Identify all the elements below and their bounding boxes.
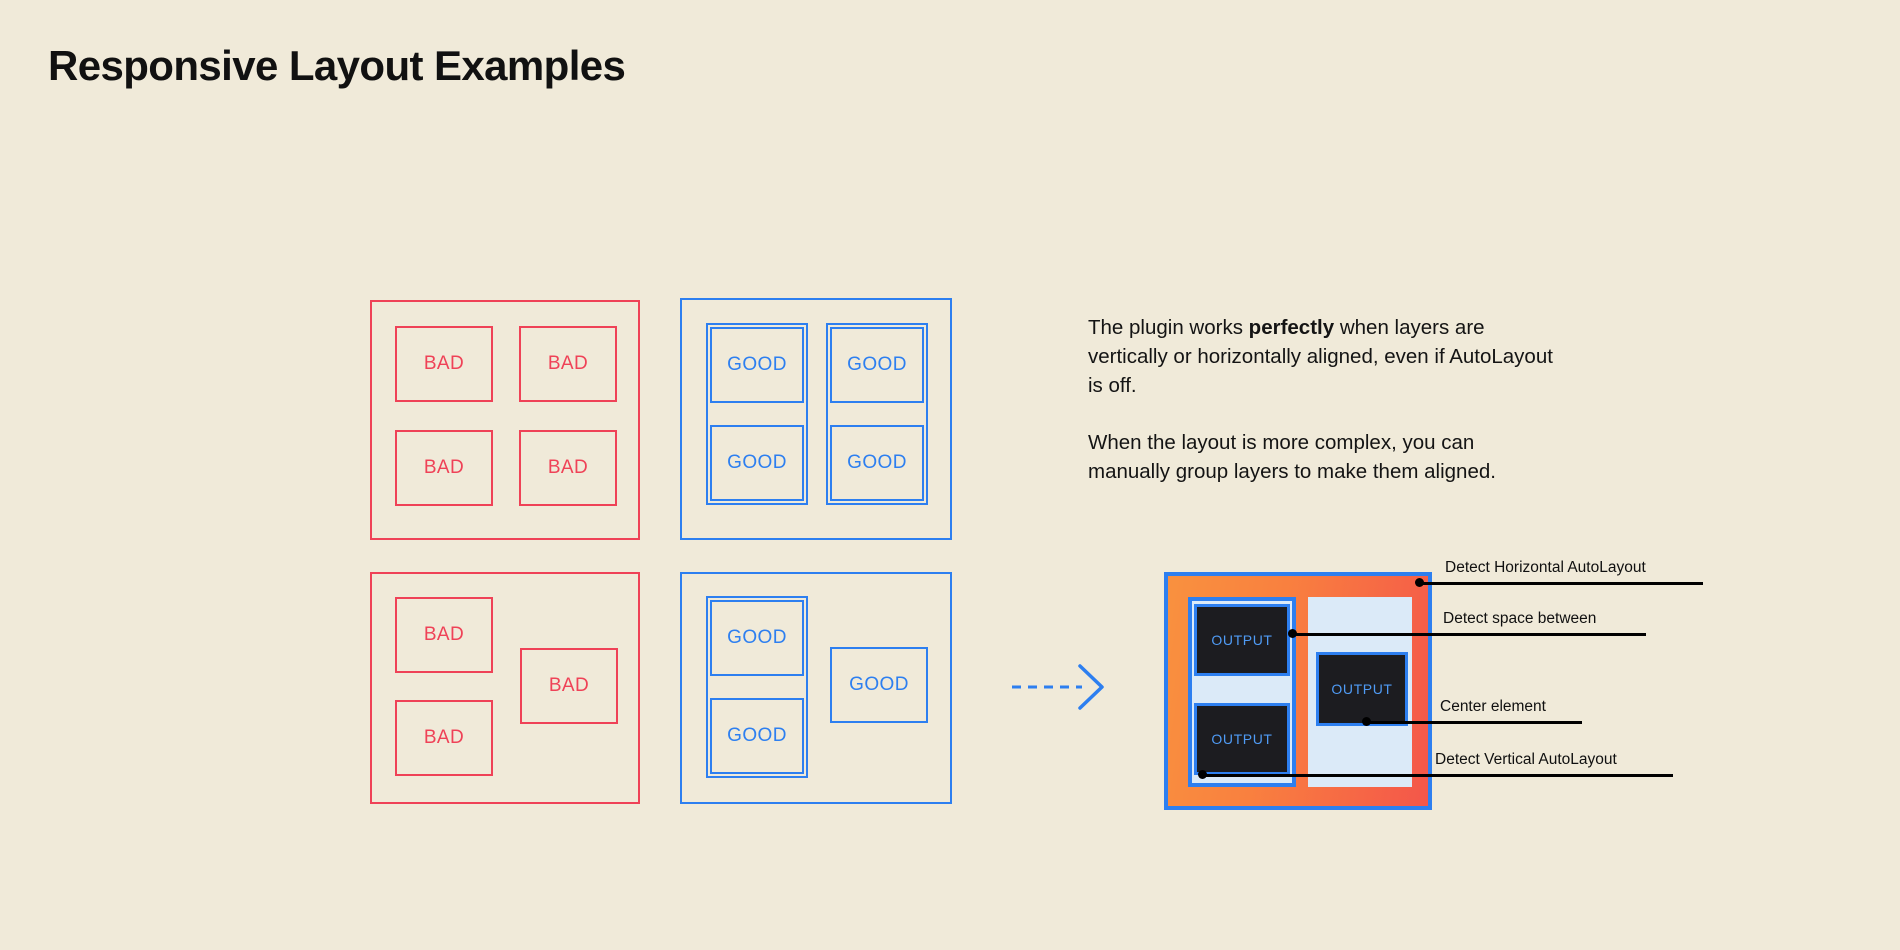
good-cell: GOOD bbox=[710, 698, 804, 774]
annotated-mockup: OUTPUT OUTPUT OUTPUT bbox=[1164, 572, 1432, 810]
output-box: OUTPUT bbox=[1194, 604, 1290, 676]
good-cell: GOOD bbox=[830, 425, 924, 501]
bad-cell: BAD bbox=[519, 326, 617, 402]
callout-detect-space-between: Detect space between bbox=[1288, 610, 1646, 645]
good-cell: GOOD bbox=[710, 600, 804, 676]
callout-label: Detect Horizontal AutoLayout bbox=[1445, 559, 1646, 576]
example-good-complex: GOOD GOOD GOOD bbox=[680, 572, 952, 804]
bad-cell: BAD bbox=[520, 648, 618, 724]
page-title: Responsive Layout Examples bbox=[48, 42, 626, 89]
bad-cell: BAD bbox=[395, 430, 493, 506]
callout-dot bbox=[1198, 770, 1207, 779]
good-grid-group-right bbox=[826, 323, 928, 505]
good-cell: GOOD bbox=[830, 647, 928, 723]
copy-p1-part2: when layers are vertically or horizontal… bbox=[1088, 316, 1553, 397]
example-bad-complex: BAD BAD BAD bbox=[370, 572, 640, 804]
callout-dot bbox=[1415, 578, 1424, 587]
example-good-grid: GOOD GOOD GOOD GOOD bbox=[680, 298, 952, 540]
callout-rule bbox=[1293, 633, 1646, 636]
bad-cell: BAD bbox=[519, 430, 617, 506]
good-cell: GOOD bbox=[710, 425, 804, 501]
bad-cell: BAD bbox=[395, 326, 493, 402]
bad-complex-container bbox=[370, 572, 640, 804]
output-box: OUTPUT bbox=[1194, 703, 1290, 775]
callout-rule bbox=[1420, 582, 1703, 585]
arrow-icon bbox=[1012, 664, 1104, 710]
callout-label: Center element bbox=[1440, 698, 1546, 715]
good-complex-group bbox=[706, 596, 808, 778]
callout-center-element: Center element bbox=[1362, 699, 1622, 733]
callout-rule bbox=[1367, 721, 1582, 724]
callout-detect-vertical-autolayout: Detect Vertical AutoLayout bbox=[1198, 751, 1673, 786]
good-complex-container bbox=[680, 572, 952, 804]
description-copy: The plugin works perfectly when layers a… bbox=[1088, 313, 1558, 486]
copy-paragraph-1: The plugin works perfectly when layers a… bbox=[1088, 313, 1558, 400]
good-cell: GOOD bbox=[710, 327, 804, 403]
good-grid-container bbox=[680, 298, 952, 540]
callout-rule bbox=[1203, 774, 1673, 777]
callout-label: Detect Vertical AutoLayout bbox=[1435, 751, 1617, 768]
callout-dot bbox=[1362, 717, 1371, 726]
callout-detect-horizontal-autolayout: Detect Horizontal AutoLayout bbox=[1415, 560, 1715, 594]
dashed-right-arrow bbox=[1010, 662, 1106, 712]
bad-grid-container bbox=[370, 300, 640, 540]
callout-dot bbox=[1288, 629, 1297, 638]
copy-p1-bold: perfectly bbox=[1248, 316, 1335, 339]
good-grid-group-left bbox=[706, 323, 808, 505]
example-bad-grid: BAD BAD BAD BAD bbox=[370, 300, 640, 540]
copy-paragraph-2: When the layout is more complex, you can… bbox=[1088, 431, 1496, 483]
bad-cell: BAD bbox=[395, 700, 493, 776]
output-box: OUTPUT bbox=[1316, 652, 1408, 726]
copy-p1-part1: The plugin works bbox=[1088, 316, 1249, 339]
good-cell: GOOD bbox=[830, 327, 924, 403]
bad-cell: BAD bbox=[395, 597, 493, 673]
callout-label: Detect space between bbox=[1443, 610, 1597, 627]
